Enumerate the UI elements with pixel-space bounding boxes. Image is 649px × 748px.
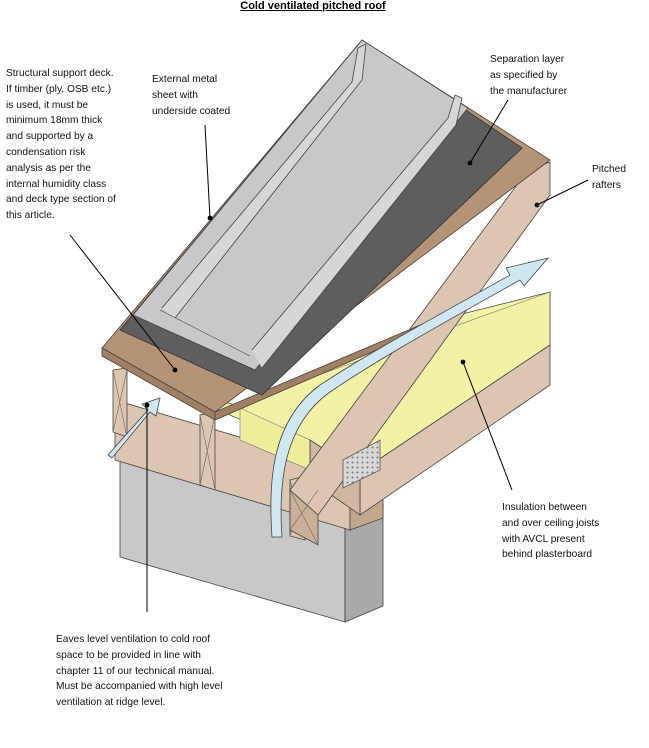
eaves-ventilation-callout: Eaves level ventilation to cold roof spa… <box>56 634 223 709</box>
diagram-title: Cold ventilated pitched roof <box>240 0 386 12</box>
metal-sheet-callout: External metal sheet with underside coat… <box>152 74 231 117</box>
pitched-rafter <box>289 161 551 546</box>
insulation-callout: Insulation between and over ceiling jois… <box>502 502 600 561</box>
truss-nail-plate <box>342 439 381 489</box>
separation-layer-callout: Separation layer as specified by the man… <box>490 54 568 97</box>
external-metal-sheet <box>132 39 469 371</box>
leader-dots <box>144 160 540 408</box>
leader-lines <box>69 99 589 612</box>
deck-callout: Structural support deck. If timber (ply,… <box>6 68 116 222</box>
rafters-callout: Pitched rafters <box>592 164 626 191</box>
